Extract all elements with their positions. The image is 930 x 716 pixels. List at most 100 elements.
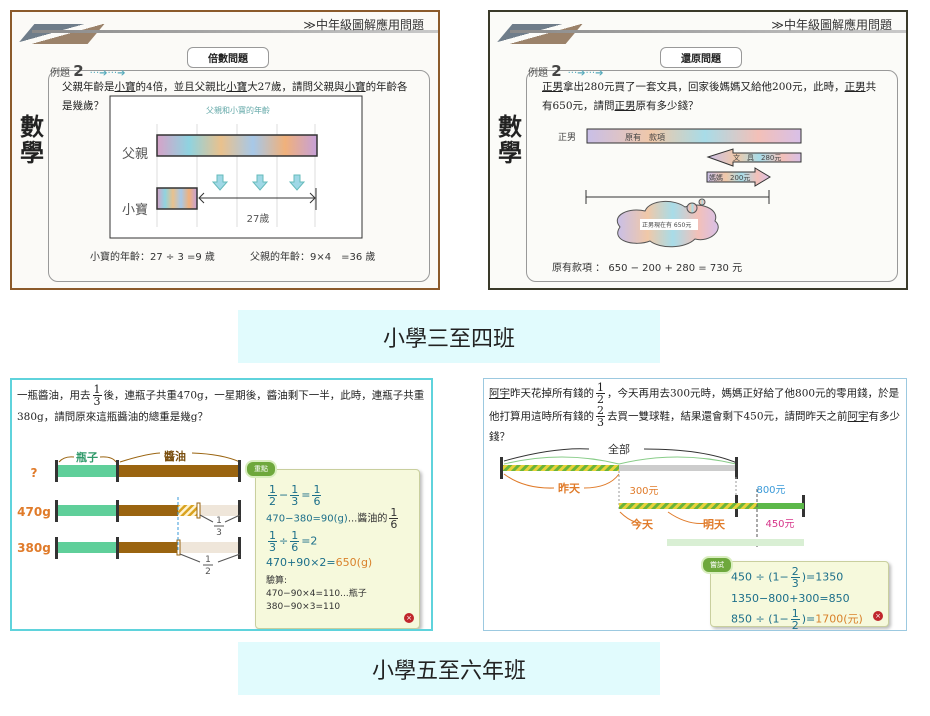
example-text: 例題 [50, 68, 70, 79]
text: 2 [269, 495, 276, 508]
money-diagram: 全部 昨天 300元 800元 今天 明天 450元 [500, 442, 805, 549]
father-label: 父親 [122, 147, 148, 162]
text: 一瓶醬油，用去 [17, 389, 91, 402]
check-line-1: 470−90×4=110...瓶子 [266, 589, 367, 599]
check-title: 驗算: [266, 576, 288, 586]
text: 大27歲，請問父親與 [247, 81, 345, 93]
text: 1 [790, 607, 800, 620]
soy-sauce-diagram: 瓶子 醬油 ? 470g 380g 1 3 1 2 [17, 449, 241, 577]
text: ...醬油的 [347, 513, 388, 525]
today-label: 今天 [630, 517, 654, 531]
close-icon[interactable]: × [873, 611, 883, 621]
text: 1 [92, 383, 102, 396]
diagram-title: 父親和小寶的年齡 [206, 105, 270, 115]
question-text: 正男拿出280元買了一套文具，回家後媽媽又給他200元，此時，正男共有650元，… [542, 78, 882, 116]
text: 6 [390, 518, 398, 531]
grade-label-3-4: 小學三至四班 [238, 310, 660, 363]
row-unknown [57, 465, 240, 477]
text: 阿宇 [847, 410, 869, 423]
text: 的年齡各是幾歲？ [62, 81, 408, 112]
all-label: 全部 [608, 442, 630, 456]
amount-300: 300元 [629, 486, 658, 497]
text: 6 [313, 495, 321, 508]
fraction-half-num: 1 [205, 555, 211, 565]
down-arrow-icon [251, 174, 269, 191]
name-label: 正男 [558, 132, 576, 143]
soy-label: 醬油 [164, 449, 186, 463]
original-bar-label: 原有 款項 [625, 132, 665, 142]
close-icon[interactable]: × [404, 613, 414, 623]
yesterday-bar [502, 465, 619, 471]
today-bar [619, 503, 736, 509]
text: 3 [269, 541, 276, 554]
shoe-money-bar [757, 503, 804, 509]
grade-label-5-6: 小學五至六年班 [238, 642, 660, 695]
difference-label: 27歲 [247, 212, 270, 225]
text: 昨天花掉所有錢的 [510, 387, 594, 400]
tomorrow-label: 明天 [703, 518, 726, 531]
text: 父親年齡是 [62, 81, 115, 93]
text: 650(g) [335, 556, 373, 569]
row-380 [57, 539, 240, 556]
diagram-box [109, 95, 363, 239]
topic-title: 倍數問題 [187, 47, 269, 68]
down-arrow-icon [211, 174, 229, 191]
example-restore-problem: ≫中年級圖解應用問題 還原問題 例題 2···➔···➔ 數學 正男拿出280元… [488, 10, 908, 290]
text: 1 [290, 483, 300, 496]
text: 2 [597, 393, 604, 406]
text: 3 [291, 495, 299, 508]
row-label: 470g [17, 505, 51, 519]
father-answer: 父親的年齡：9×4 =36 歲 [250, 250, 375, 263]
restore-diagram: 正男 原有 款項 文 具 280元 媽媽 200元 正男現在有 650元 原有款… [552, 128, 802, 274]
text: 1 [268, 529, 277, 542]
text: ÷ [279, 534, 289, 548]
original-bar [586, 128, 802, 144]
example-label: 例題 2···➔···➔ [528, 62, 604, 80]
text: 的4倍，並且父親比 [135, 81, 227, 93]
text: 阿宇 [489, 387, 510, 400]
text: 正男 [542, 81, 563, 93]
stationery-arrow [706, 148, 802, 167]
mom-label: 媽媽 200元 [709, 173, 750, 182]
stationery-label: 文 具 280元 [733, 153, 781, 162]
note-line-2: 1350−800+300=850 [731, 592, 850, 605]
header-stripe [510, 30, 906, 33]
text: 1 [268, 483, 277, 496]
example-multiple-problem: ≫中年級圖解應用問題 倍數問題 例題 2···➔···➔ 數學 父親年齡是小寶的… [10, 10, 440, 290]
age-diagram: 父親和小寶的年齡 父親 小寶 27歲 小寶的年齡：27 ÷ 3 =9 歲 父親的… [90, 95, 375, 263]
subject-label: 數學 [20, 112, 44, 167]
text: 470−380=90(g) [266, 513, 348, 525]
text: 850 ÷ (1− [731, 612, 789, 626]
fraction-half-den: 2 [205, 567, 211, 577]
header-title: ≫中年級圖解應用問題 [303, 18, 424, 32]
mom-arrow [706, 167, 771, 187]
yesterday-label: 昨天 [558, 481, 581, 495]
down-arrow-icon [288, 174, 306, 191]
text: 3 [597, 416, 604, 429]
text: 後，連瓶子共重470g，一星期後，醬油剩下一半，此時，連瓶子共重380g，請問原… [17, 389, 425, 424]
header-title: ≫中年級圖解應用問題 [771, 18, 892, 32]
child-label: 小寶 [122, 202, 148, 218]
text: 3 [93, 395, 101, 408]
content-frame [48, 70, 430, 282]
text: 有多少錢？ [489, 410, 901, 444]
shoe-portion-bar [667, 539, 804, 546]
text: 2 [596, 404, 605, 417]
text: 470+90×2= [266, 556, 336, 569]
child-answer: 小寶的年齡：27 ÷ 3 =9 歲 [90, 250, 215, 263]
text: ，今天再用去300元時，媽媽正好給了他800元的零用錢，於是他打算用這時所有錢的 [489, 387, 900, 423]
text: − [279, 488, 289, 502]
text: 拿出280元買了一套文具，回家後媽媽又給他200元，此時， [563, 81, 845, 93]
text: 正男 [614, 100, 636, 112]
text: 2 [790, 565, 800, 578]
row-label: 380g [17, 541, 51, 555]
example-label: 例題 2···➔···➔ [50, 62, 126, 80]
subject-label: 數學 [498, 112, 522, 167]
text: 去買一雙球鞋，結果還會剩下450元，請問昨天之前 [607, 410, 848, 423]
bottle-label: 瓶子 [76, 450, 98, 464]
text: 共有650元，請問 [542, 81, 877, 112]
